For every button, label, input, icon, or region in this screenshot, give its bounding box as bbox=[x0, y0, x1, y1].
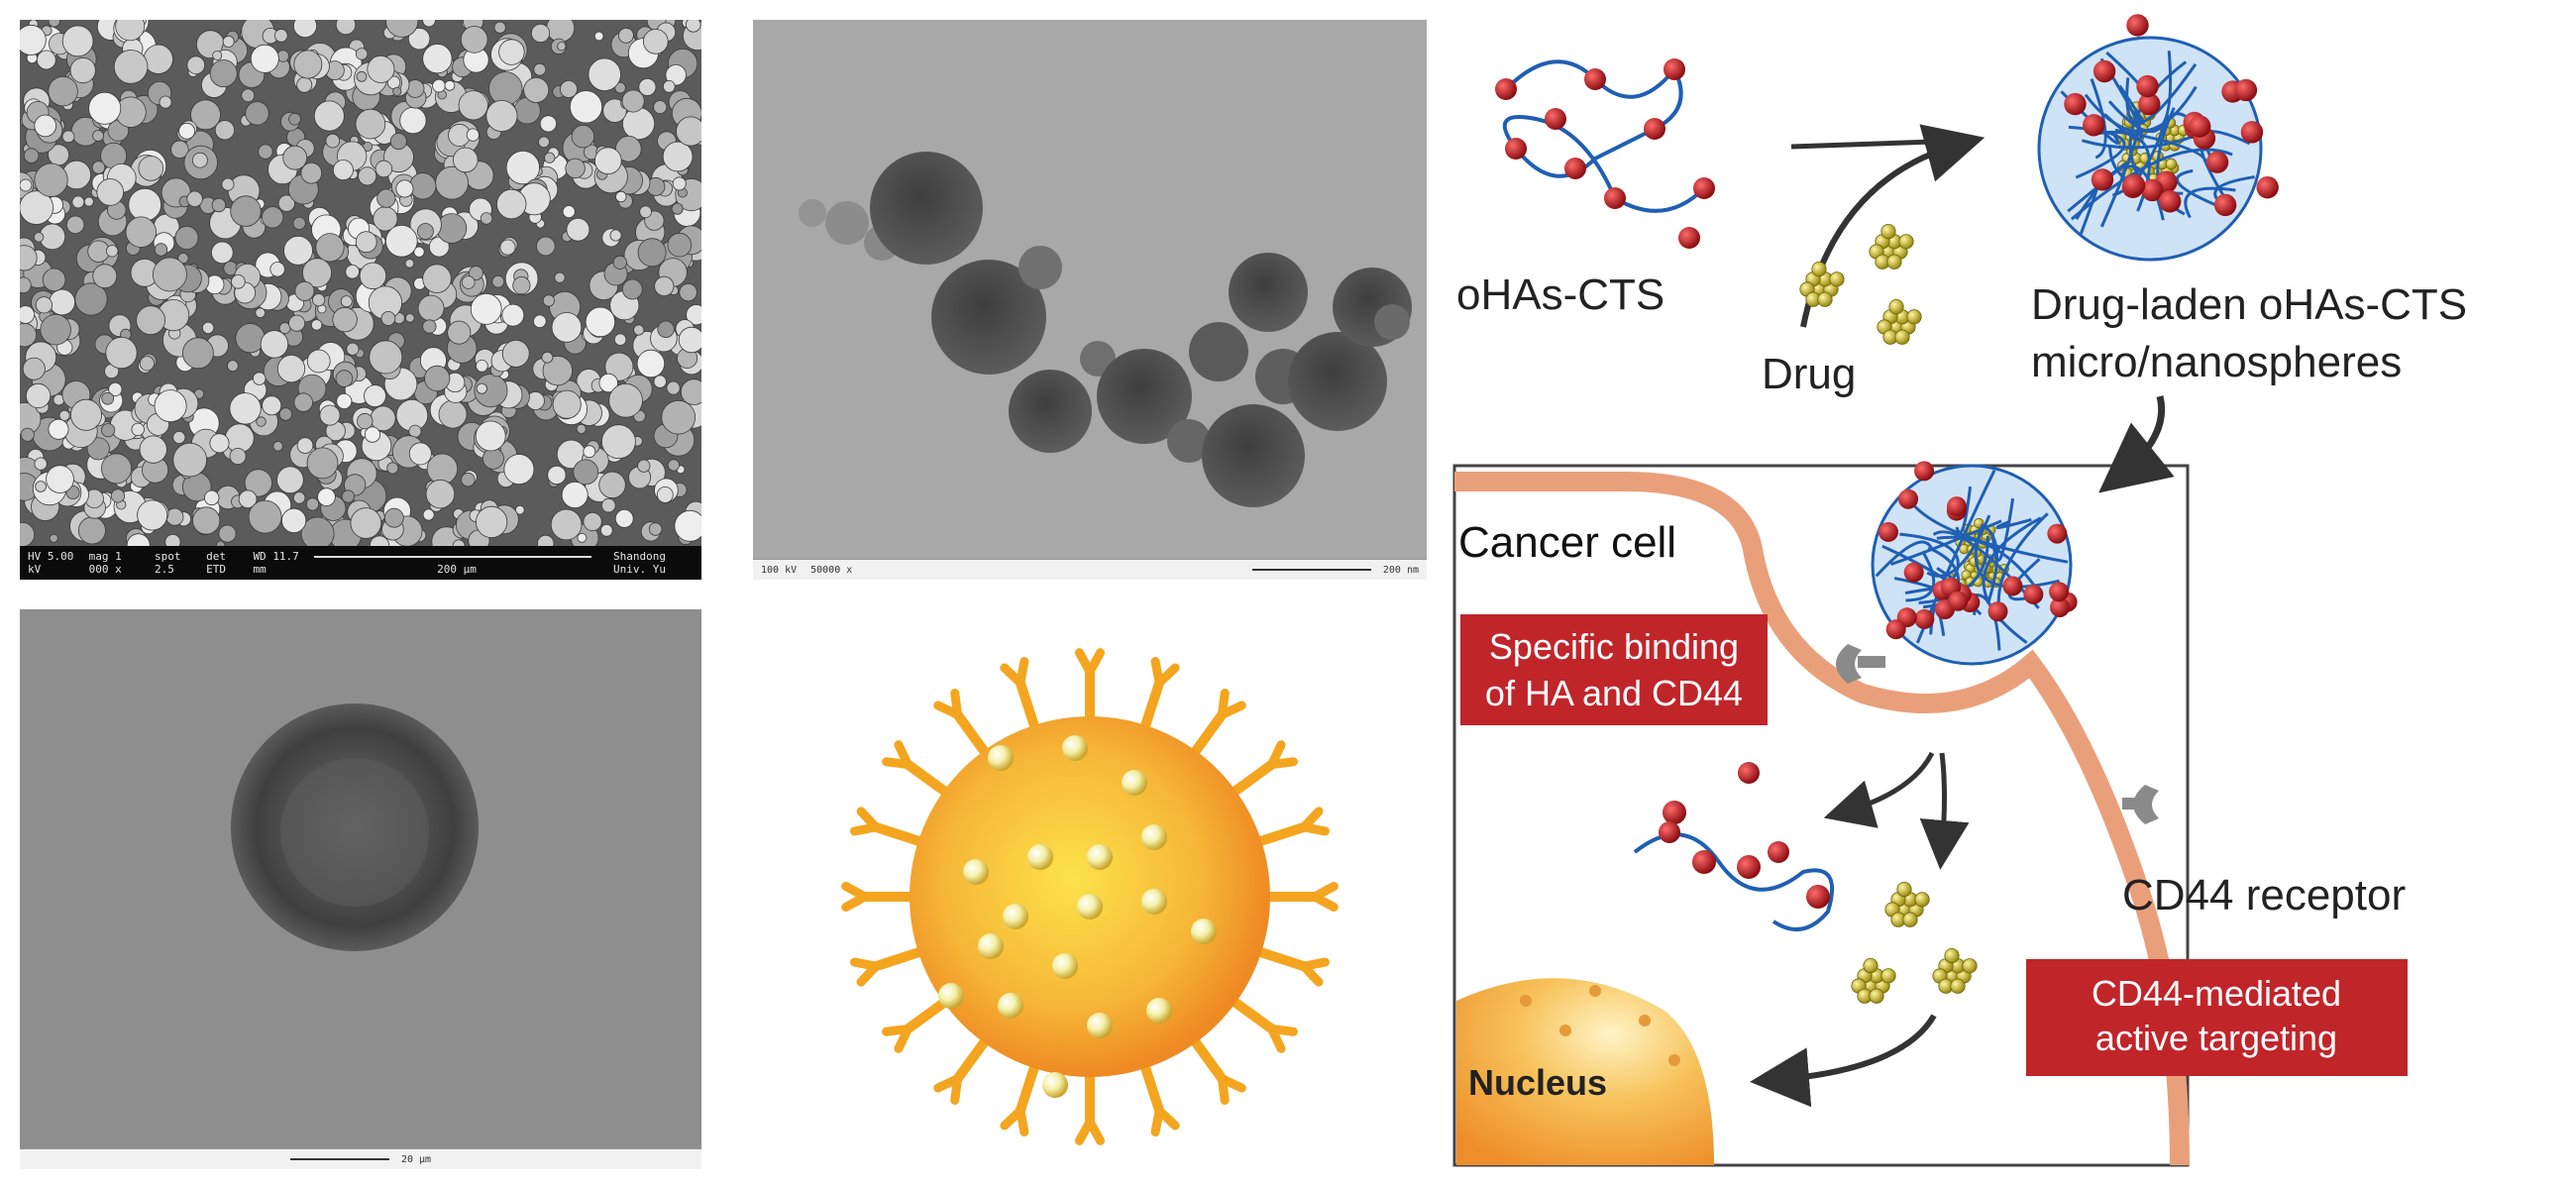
targeting-line1: CD44-mediated bbox=[2092, 973, 2341, 1014]
tem-scale-bar: 200 nm bbox=[866, 565, 1419, 576]
tem-micrograph: 100 kV 50000 x 200 nm bbox=[753, 20, 1427, 580]
sem-scale-bar: 200 μm bbox=[314, 550, 599, 576]
encapsulated-drug-beads bbox=[938, 735, 1217, 1098]
sem-lab-label: Shandong Univ. Yu bbox=[613, 550, 667, 576]
cancer-cell-label: Cancer cell bbox=[1458, 518, 1676, 567]
sphere-info-bar: 20 μm bbox=[20, 1148, 701, 1169]
targeting-line2: active targeting bbox=[2095, 1018, 2337, 1058]
release-arrow-left bbox=[1823, 751, 1935, 828]
sem-mag: mag 1 000 x bbox=[88, 550, 122, 576]
receptor-label: CD44 receptor bbox=[2122, 871, 2406, 919]
uptake-arrow bbox=[2098, 395, 2175, 493]
release-arrow-down bbox=[1919, 752, 1970, 870]
binding-line2: of HA and CD44 bbox=[1485, 673, 1743, 713]
sem-wd: WD 11.7 mm bbox=[253, 550, 299, 576]
tem-voltage: 100 kV bbox=[761, 564, 798, 576]
targeting-mechanism-diagram: oHAs-CTS Drug Drug-laden oHAs-CTS micro/… bbox=[1447, 0, 2576, 1189]
targeting-box bbox=[2026, 959, 2408, 1076]
released-polymer bbox=[1633, 762, 1834, 931]
nucleus-label: Nucleus bbox=[1468, 1062, 1607, 1103]
cd44-receptor-icon-2 bbox=[2122, 785, 2159, 824]
nucleus-arrow bbox=[1750, 1014, 1937, 1108]
nucleus bbox=[1456, 978, 1714, 1165]
sem-det: det ETD bbox=[206, 550, 226, 576]
laden-label-line1: Drug-laden oHAs-CTS bbox=[2031, 280, 2467, 329]
sem-micrograph: HV 5.00 kV mag 1 000 x spot 2.5 det ETD … bbox=[20, 20, 701, 580]
microsphere-field bbox=[20, 20, 701, 558]
ohas-cts-label: oHAs-CTS bbox=[1456, 270, 1664, 319]
cell-membrane bbox=[1454, 472, 2190, 1166]
cd44-receptor-icon bbox=[1836, 644, 1885, 684]
sphere-scale-bar: 20 μm bbox=[28, 1154, 694, 1165]
single-microsphere bbox=[20, 609, 701, 1149]
antibody-ring bbox=[841, 648, 1339, 1145]
sem-hv: HV 5.00 kV bbox=[28, 550, 74, 576]
drug-clusters bbox=[1799, 224, 1922, 345]
binding-line1: Specific binding bbox=[1489, 626, 1739, 667]
nanosphere-cluster bbox=[799, 152, 1412, 507]
drug-label: Drug bbox=[1762, 350, 1856, 398]
single-sphere-micrograph: 20 μm bbox=[20, 609, 701, 1169]
loading-arrow-bar bbox=[1790, 138, 1963, 150]
nanosphere-svg bbox=[841, 648, 1339, 1145]
released-drug-clusters bbox=[1851, 881, 1978, 1004]
targeted-nanosphere-illustration bbox=[753, 609, 1427, 1169]
sem-spot: spot 2.5 bbox=[154, 550, 181, 576]
drug-laden-sphere-at-membrane bbox=[1871, 461, 2078, 666]
ohas-cts-polymer bbox=[1495, 58, 1715, 249]
drug-laden-sphere bbox=[2037, 14, 2279, 262]
nanosphere-aggregate bbox=[753, 20, 1427, 560]
tem-magnification: 50000 x bbox=[810, 564, 853, 576]
mechanism-svg: oHAs-CTS Drug Drug-laden oHAs-CTS micro/… bbox=[1452, 14, 2467, 1167]
binding-box bbox=[1460, 614, 1768, 725]
laden-label-line2: micro/nanospheres bbox=[2031, 338, 2402, 386]
tem-info-bar: 100 kV 50000 x 200 nm bbox=[753, 559, 1427, 580]
sem-info-bar: HV 5.00 kV mag 1 000 x spot 2.5 det ETD … bbox=[20, 546, 701, 580]
